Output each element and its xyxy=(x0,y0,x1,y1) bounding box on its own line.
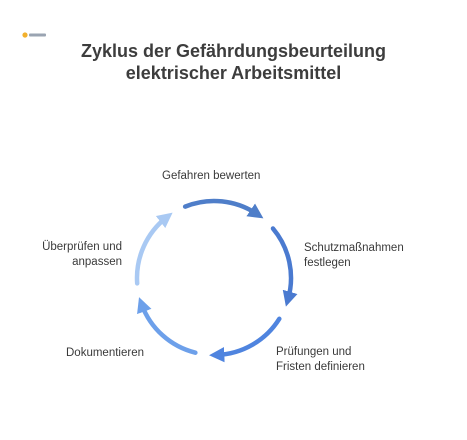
step-label-line: Prüfungen und xyxy=(276,346,352,358)
step-label-gefahren-bewerten: Gefahren bewerten xyxy=(162,169,260,184)
title-line-1: Zyklus der Gefährdungsbeurteilung xyxy=(80,41,387,61)
step-label-pruefungen-fristen: Prüfungen und Fristen definieren xyxy=(276,345,365,375)
step-label-line: Überprüfen und xyxy=(42,241,122,253)
logo-mark-icon xyxy=(22,32,46,38)
step-label-dokumentieren: Dokumentieren xyxy=(66,346,144,361)
cycle-arcs xyxy=(134,198,298,363)
step-label-schutzmassnahmen-festlegen: Schutzmaßnahmen festlegen xyxy=(304,241,404,271)
logo xyxy=(22,26,48,38)
step-label-line: Dokumentieren xyxy=(66,347,144,359)
step-label-line: Schutzmaßnahmen xyxy=(304,242,404,254)
arc-schutzmassnahmen xyxy=(270,226,298,307)
step-label-line: anpassen xyxy=(72,256,122,268)
step-label-line: Gefahren bewerten xyxy=(162,170,261,182)
step-label-line: Fristen definieren xyxy=(276,361,365,373)
title-line-2: elektrischer Arbeitsmittel xyxy=(125,63,342,83)
page-title: Zyklus der Gefährdungsbeurteilung elektr… xyxy=(0,40,467,84)
arc-gefahren-bewerten xyxy=(182,198,264,219)
arc-pruefungen xyxy=(209,316,282,363)
step-label-line: festlegen xyxy=(304,257,351,269)
step-label-ueberpruefen-anpassen: Überprüfen und anpassen xyxy=(42,240,122,270)
arc-ueberpruefen xyxy=(134,212,173,286)
arc-dokumentieren xyxy=(137,297,198,355)
